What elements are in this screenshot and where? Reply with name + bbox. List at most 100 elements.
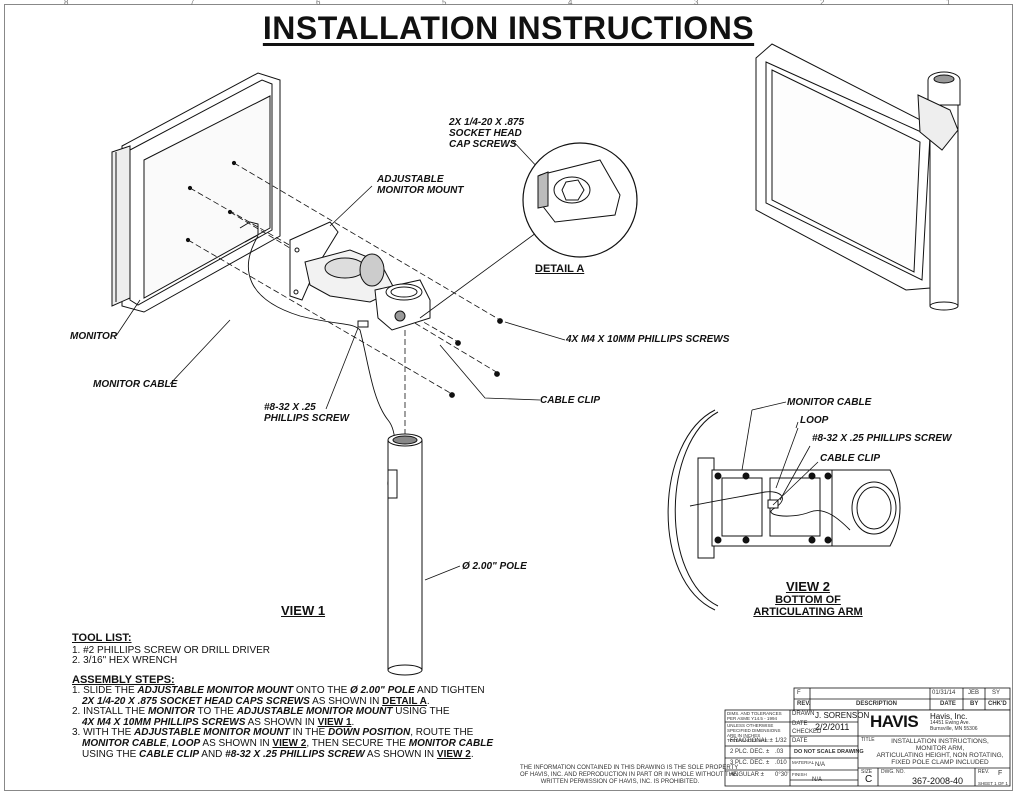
drawing-title-2: MONITOR ARM, (915, 745, 965, 752)
finish-value: N/A (812, 777, 823, 783)
proprietary-note-1: THE INFORMATION CONTAINED IN THIS DRAWIN… (520, 765, 739, 771)
zone-mark: 8 (64, 0, 69, 7)
header-rev: REV. (797, 701, 811, 707)
rev-label: REV. (978, 769, 990, 775)
callout-socket-screws-3: CAP SCREWS (449, 139, 517, 150)
material-value: N/A (815, 762, 826, 768)
leader-lines (115, 139, 566, 581)
company-address-2: Burnsville, MN 55306 (930, 726, 978, 732)
zone-mark: 4 (568, 0, 573, 7)
step-3-line-2: MONITOR CABLE, LOOP AS SHOWN IN VIEW 2, … (82, 737, 494, 749)
dec2-value: .03 (775, 749, 784, 755)
drawn-label: DRAWN (792, 711, 815, 717)
step-1-line-2: 2X 1/4-20 X .875 SOCKET HEAD CAPS SCREWS… (82, 695, 430, 707)
zone-mark: 5 (442, 0, 447, 7)
callout-monitor: MONITOR (70, 331, 118, 342)
callout-cable-clip: CABLE CLIP (540, 395, 600, 406)
header-description: DESCRIPTION (856, 701, 898, 707)
title-label: TITLE (861, 737, 875, 743)
pole-illustration (387, 433, 423, 676)
detail-a-illustration (522, 142, 638, 258)
view2-sublabel-1: BOTTOM OF (775, 594, 841, 606)
proprietary-note-2: OF HAVIS, INC. AND REPRODUCTION IN PART … (520, 772, 738, 778)
drawing-title-4: FIXED POLE CLAMP INCLUDED (891, 759, 989, 766)
rev-value: F (998, 770, 1003, 777)
view2-callout-loop: LOOP (800, 415, 829, 426)
rev-letter: F (797, 690, 801, 696)
callout-socket-screws-2: SOCKET HEAD (449, 128, 522, 139)
page-title: INSTALLATION INSTRUCTIONS (262, 10, 755, 46)
zone-mark: 1 (946, 0, 951, 7)
view2-callout-cable-clip: CABLE CLIP (820, 453, 880, 464)
callout-small-screw-1: #8-32 X .25 (264, 402, 316, 413)
dims-note: DIMS. AND TOLERANCES PER ASME Y14.5 - 19… (727, 711, 782, 721)
zone-mark: 3 (694, 0, 699, 7)
detail-a-label: DETAIL A (535, 263, 585, 275)
assembled-monitor-illustration (755, 43, 961, 311)
screw-heads (185, 160, 503, 398)
assembly-heading: ASSEMBLY STEPS: (72, 674, 175, 686)
company-name: Havis, Inc. (930, 712, 968, 721)
drawing-number: 367-2008-40 (912, 776, 964, 786)
callout-monitor-cable: MONITOR CABLE (93, 379, 178, 390)
dec3-value: .010 (775, 760, 787, 766)
callout-pole: Ø 2.00" POLE (462, 561, 527, 572)
adjustable-mount-illustration (289, 221, 431, 331)
callout-adjustable-mount-1: ADJUSTABLE (377, 174, 444, 185)
step-3-line-3: USING THE CABLE CLIP AND #8-32 X .25 PHI… (82, 748, 474, 760)
header-date: DATE (940, 701, 956, 707)
view2-illustration (667, 401, 901, 611)
drawn-by: J. SORENSON (815, 711, 870, 720)
angular-label: ANGULAR ± (730, 772, 764, 778)
tool-list-item: 2. 3/16" HEX WRENCH (72, 655, 178, 666)
view1-label: VIEW 1 (281, 603, 326, 618)
header-by: BY (970, 701, 979, 707)
header-chkd: CHK'D (988, 701, 1007, 707)
rev-chkd: SY (992, 690, 1001, 696)
drawing-title-1: INSTALLATION INSTRUCTIONS, (891, 738, 989, 745)
drawing-title-3: ARTICULATING HEIGHT, NON ROTATING, (876, 752, 1004, 759)
sheet-number: SHEET 1 OF 1 (978, 781, 1008, 786)
step-2-line-1: 2. INSTALL THE MONITOR TO THE ADJUSTABLE… (72, 706, 450, 718)
drawn-date: 2/2/2011 (815, 722, 850, 732)
zone-mark: 6 (316, 0, 321, 7)
tool-list-item: 1. #2 PHILLIPS SCREW OR DRILL DRIVER (72, 645, 271, 656)
date-label: DATE (792, 721, 808, 727)
view2-label: VIEW 2 (785, 579, 831, 594)
finish-label: FINISH (792, 772, 807, 777)
callout-adjustable-mount-2: MONITOR MOUNT (377, 185, 464, 196)
callout-phillips-screws: 4X M4 X 10MM PHILLIPS SCREWS (566, 334, 730, 345)
title-block-grid (724, 687, 1011, 787)
view2-callout-screw: #8-32 X .25 PHILLIPS SCREW (812, 433, 952, 444)
company-address-1: 14451 Ewing Ave. (930, 720, 970, 726)
checked-label: CHECKED (792, 729, 822, 735)
rev-by: JEB (968, 690, 980, 696)
no-scale-note: DO NOT SCALE DRAWING (794, 749, 864, 755)
view2-sublabel-2: ARTICULATING ARM (753, 606, 863, 618)
size-label: SIZE (861, 769, 873, 775)
size-value: C (865, 774, 873, 785)
assembly-steps: 1. SLIDE THE ADJUSTABLE MONITOR MOUNT ON… (72, 685, 494, 760)
dwg-no-label: DWG. NO. (881, 769, 905, 775)
havis-logo: HAVIS (870, 712, 919, 731)
callout-small-screw-2: PHILLIPS SCREW (264, 413, 350, 424)
sheet-border (4, 4, 1013, 791)
fractional-value: 1/32 (775, 738, 787, 744)
step-1-line-1: 1. SLIDE THE ADJUSTABLE MONITOR MOUNT ON… (72, 685, 485, 696)
zone-mark: 2 (820, 0, 825, 7)
dec2-label: 2 PLC. DEC. ± (730, 749, 770, 755)
callout-socket-screws-1: 2X 1/4-20 X .875 (449, 117, 525, 128)
date2-label: DATE (792, 738, 808, 744)
dec3-label: 3 PLC. DEC. ± (730, 760, 770, 766)
units-note: UNLESS OTHERWISE SPECIFIED DIMENSIONS AR… (727, 723, 781, 743)
angular-value: 0°30' (775, 772, 789, 778)
monitor-illustration (111, 72, 281, 313)
proprietary-note-3: WRITTEN PERMISSION OF HAVIS, INC. IS PRO… (540, 779, 700, 785)
step-2-line-2: 4X M4 X 10MM PHILLIPS SCREWS AS SHOWN IN… (82, 716, 355, 728)
tool-list-heading: TOOL LIST: (72, 632, 132, 644)
rev-date: 01/31/14 (932, 690, 956, 696)
fractional-label: FRACTIONAL ± (730, 738, 773, 744)
step-3-line-1: 3. WITH THE ADJUSTABLE MONITOR MOUNT IN … (72, 727, 474, 739)
